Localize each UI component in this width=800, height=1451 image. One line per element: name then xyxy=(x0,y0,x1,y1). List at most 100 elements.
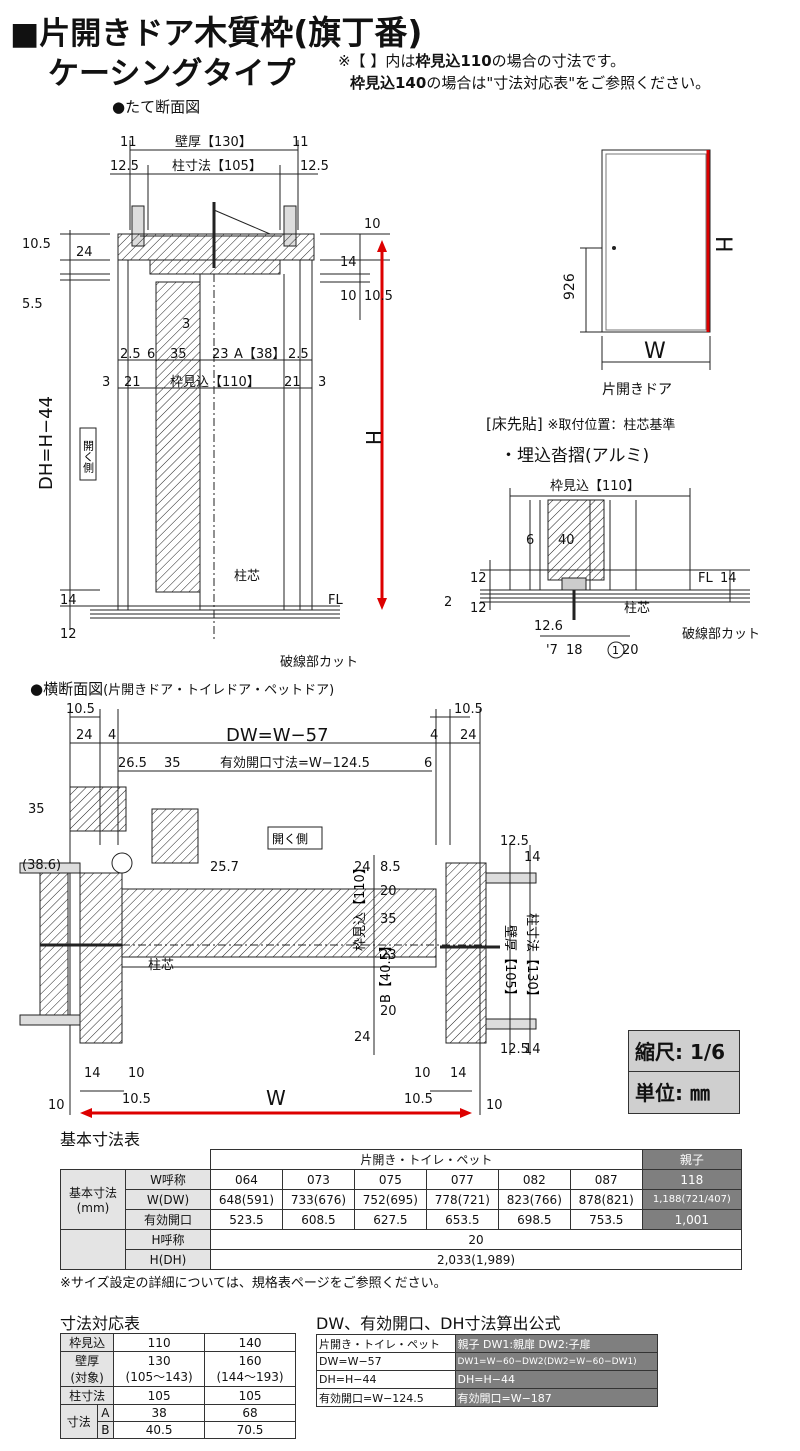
hs-dim-12-5-b: 12.5 xyxy=(500,1042,529,1057)
floor-dim-40: 40 xyxy=(558,533,575,548)
floor-label-a-text: [床先貼] xyxy=(486,415,543,433)
ct-wall-label-1: 壁厚 xyxy=(75,1354,100,1368)
floor-label-b: ※取付位置：柱芯基準 xyxy=(547,418,676,433)
hs-dim-B: B【40.5】 xyxy=(379,939,394,1003)
dim-926: 926 xyxy=(562,273,578,300)
hs-dim-35: 35 xyxy=(164,756,181,771)
hs-dim-23: 23 xyxy=(380,948,397,963)
ct-frame: 110 xyxy=(113,1333,206,1352)
hs-dim-24-r: 24 xyxy=(460,728,477,743)
ft-h-right: 親子 DW1:親扉 DW2:子扉 xyxy=(454,1334,658,1353)
bt-hdh-label: H(DH) xyxy=(125,1249,211,1270)
hs-dim-4-r: 4 xyxy=(430,728,438,743)
note-line-1: ※【 】内は枠見込110の場合の寸法です。 xyxy=(338,50,625,71)
door-dim-W: W xyxy=(644,339,666,364)
title-part-a: ■片開きドア xyxy=(10,16,195,52)
dim-12-5-left: 12.5 xyxy=(110,159,139,174)
bt-hdh: 2,033(1,989) xyxy=(210,1249,742,1270)
bt-note: ※サイズ設定の詳細については、規格表ページをご参照ください。 xyxy=(60,1276,447,1291)
bt-w-code: 073 xyxy=(281,1169,355,1190)
note1-b: 枠見込110 xyxy=(415,52,492,70)
hs-dim-14-r: 14 xyxy=(450,1066,467,1081)
dim-12-5-right: 12.5 xyxy=(300,159,329,174)
label-cut: 破線部カット xyxy=(280,654,358,670)
dim-12-bottom: 12 xyxy=(60,627,77,642)
bt-group-label: 片開き・トイレ・ペット xyxy=(210,1149,643,1170)
hs-dim-24-l: 24 xyxy=(76,728,93,743)
label-center: 柱芯 xyxy=(234,569,260,584)
bt-eff: 698.5 xyxy=(497,1209,571,1230)
dim-10-5-left: 10.5 xyxy=(22,237,51,252)
bt-row-label: 基本寸法(mm) xyxy=(60,1169,126,1230)
hs-dim-14-b: 14 xyxy=(524,1042,541,1057)
dim-35: 35 xyxy=(170,347,187,362)
ct-a-label: A xyxy=(96,1404,115,1422)
dim-DH: DH=H−44 xyxy=(36,396,57,490)
dim-2-5-l: 2.5 xyxy=(120,347,141,362)
bt-wdw: 648(591) xyxy=(210,1189,283,1210)
ct-wall: 130(105〜143) xyxy=(113,1351,206,1387)
ft-row-right: DW1=W−60−DW2(DW2=W−60−DW1) xyxy=(454,1352,658,1371)
floor-circle-1: 1 xyxy=(612,644,619,657)
hs-dim-col: 柱寸法【130】 xyxy=(524,913,539,1003)
page-subtitle: ケーシングタイプ xyxy=(48,56,296,92)
ct-frame: 140 xyxy=(204,1333,296,1352)
floor-dim-7: '7 xyxy=(546,643,558,658)
dim-23: 23 xyxy=(212,347,229,362)
hs-dim-frame: 枠見込【110】 xyxy=(353,861,368,951)
formula-title: DW、有効開口、DH寸法算出公式 xyxy=(316,1314,561,1333)
hs-dim-14-t: 14 xyxy=(524,850,541,865)
ct-wall: 160(144〜193) xyxy=(204,1351,296,1387)
bt-w-code: 082 xyxy=(497,1169,571,1190)
hs-dim-12-5-t: 12.5 xyxy=(500,834,529,849)
hs-dim-10-l: 10 xyxy=(128,1066,145,1081)
corr-table-title: 寸法対応表 xyxy=(60,1314,141,1333)
bt-w-code: 075 xyxy=(353,1169,427,1190)
bt-corner xyxy=(61,1150,211,1170)
bt-wdw: 778(721) xyxy=(425,1189,499,1210)
dim-wall: 壁厚【130】 xyxy=(175,135,252,150)
floor-dim-2: 2 xyxy=(444,595,452,610)
floor-detail-drawing: 枠見込【110】 6 40 12 2 12 14 FL 12.6 '7 18 2… xyxy=(444,479,760,659)
ct-b: 40.5 xyxy=(113,1421,206,1439)
hs-label: ●横断面図 xyxy=(30,680,104,698)
title-part-b: 木質枠(旗丁番) xyxy=(194,13,423,52)
hs-dim-10-5-l: 10.5 xyxy=(66,702,95,717)
hs-dim-20-b: 20 xyxy=(380,1004,397,1019)
ct-wall-val: 160 xyxy=(238,1353,262,1368)
bt-eff: 523.5 xyxy=(210,1209,283,1230)
bt-w-code: 064 xyxy=(210,1169,283,1190)
dim-A: A【38】 xyxy=(234,347,285,362)
hs-dim-10-rr: 10 xyxy=(486,1098,503,1113)
hs-dim-10-5-br: 10.5 xyxy=(404,1092,433,1107)
dim-6: 6 xyxy=(147,347,155,362)
dim-24-left: 24 xyxy=(76,245,93,260)
horizontal-section-drawing: 10.5 10.5 24 4 DW=W−57 4 24 26.5 35 有効開口… xyxy=(19,702,541,1118)
note1-a: ※【 】内は xyxy=(338,52,416,70)
note2-a: 枠見込140 xyxy=(350,74,427,92)
basic-table-title: 基本寸法表 xyxy=(60,1130,141,1149)
page-title: ■片開きドア木質枠(旗丁番) xyxy=(10,6,422,54)
bt-oyako-label: 親子 xyxy=(641,1149,743,1170)
bt-w-label: W呼称 xyxy=(125,1169,211,1190)
floor-dim-6: 6 xyxy=(526,533,534,548)
floor-label-c: ・埋込沓摺(アルミ) xyxy=(500,446,650,466)
ct-wall-range: (144〜193) xyxy=(216,1369,284,1384)
dim-3-a: 3 xyxy=(182,317,190,332)
scale-unit: 単位: ㎜ xyxy=(628,1072,740,1114)
ct-col: 105 xyxy=(204,1386,296,1405)
dim-5-5: 5.5 xyxy=(22,297,43,312)
dim-14-bottom: 14 xyxy=(60,593,77,608)
floor-dim-18: 18 xyxy=(566,643,583,658)
ct-b: 70.5 xyxy=(204,1421,296,1439)
hs-dim-35-l: 35 xyxy=(28,802,45,817)
bt-h-label: H呼称 xyxy=(125,1229,211,1250)
hs-dim-10-5-r: 10.5 xyxy=(454,702,483,717)
floor-cut: 破線部カット xyxy=(682,626,760,642)
bt-eff: 653.5 xyxy=(425,1209,499,1230)
hs-dim-10-ll: 10 xyxy=(48,1098,65,1113)
vertical-section-label: ●たて断面図 xyxy=(112,98,201,116)
hs-dim-14-l: 14 xyxy=(84,1066,101,1081)
ct-a: 38 xyxy=(113,1404,206,1422)
floor-dim-14: 14 xyxy=(720,571,737,586)
